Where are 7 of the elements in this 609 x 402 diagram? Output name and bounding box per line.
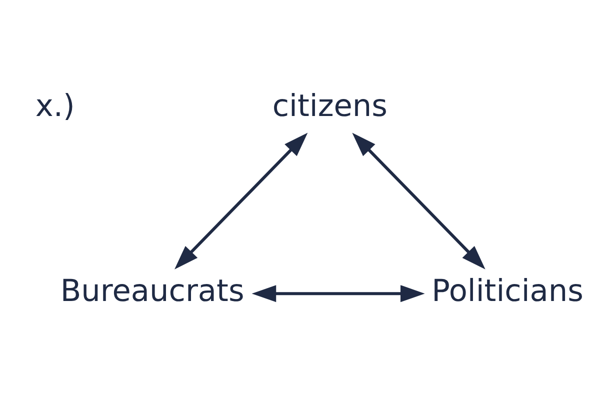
node-text: Bureaucrats [60,274,244,310]
arrow [252,285,425,302]
label: x.) [35,88,75,124]
arrow [352,132,486,270]
node-text: citizens [272,88,388,124]
arrow [174,132,308,270]
node-text: Politicians [432,274,584,310]
